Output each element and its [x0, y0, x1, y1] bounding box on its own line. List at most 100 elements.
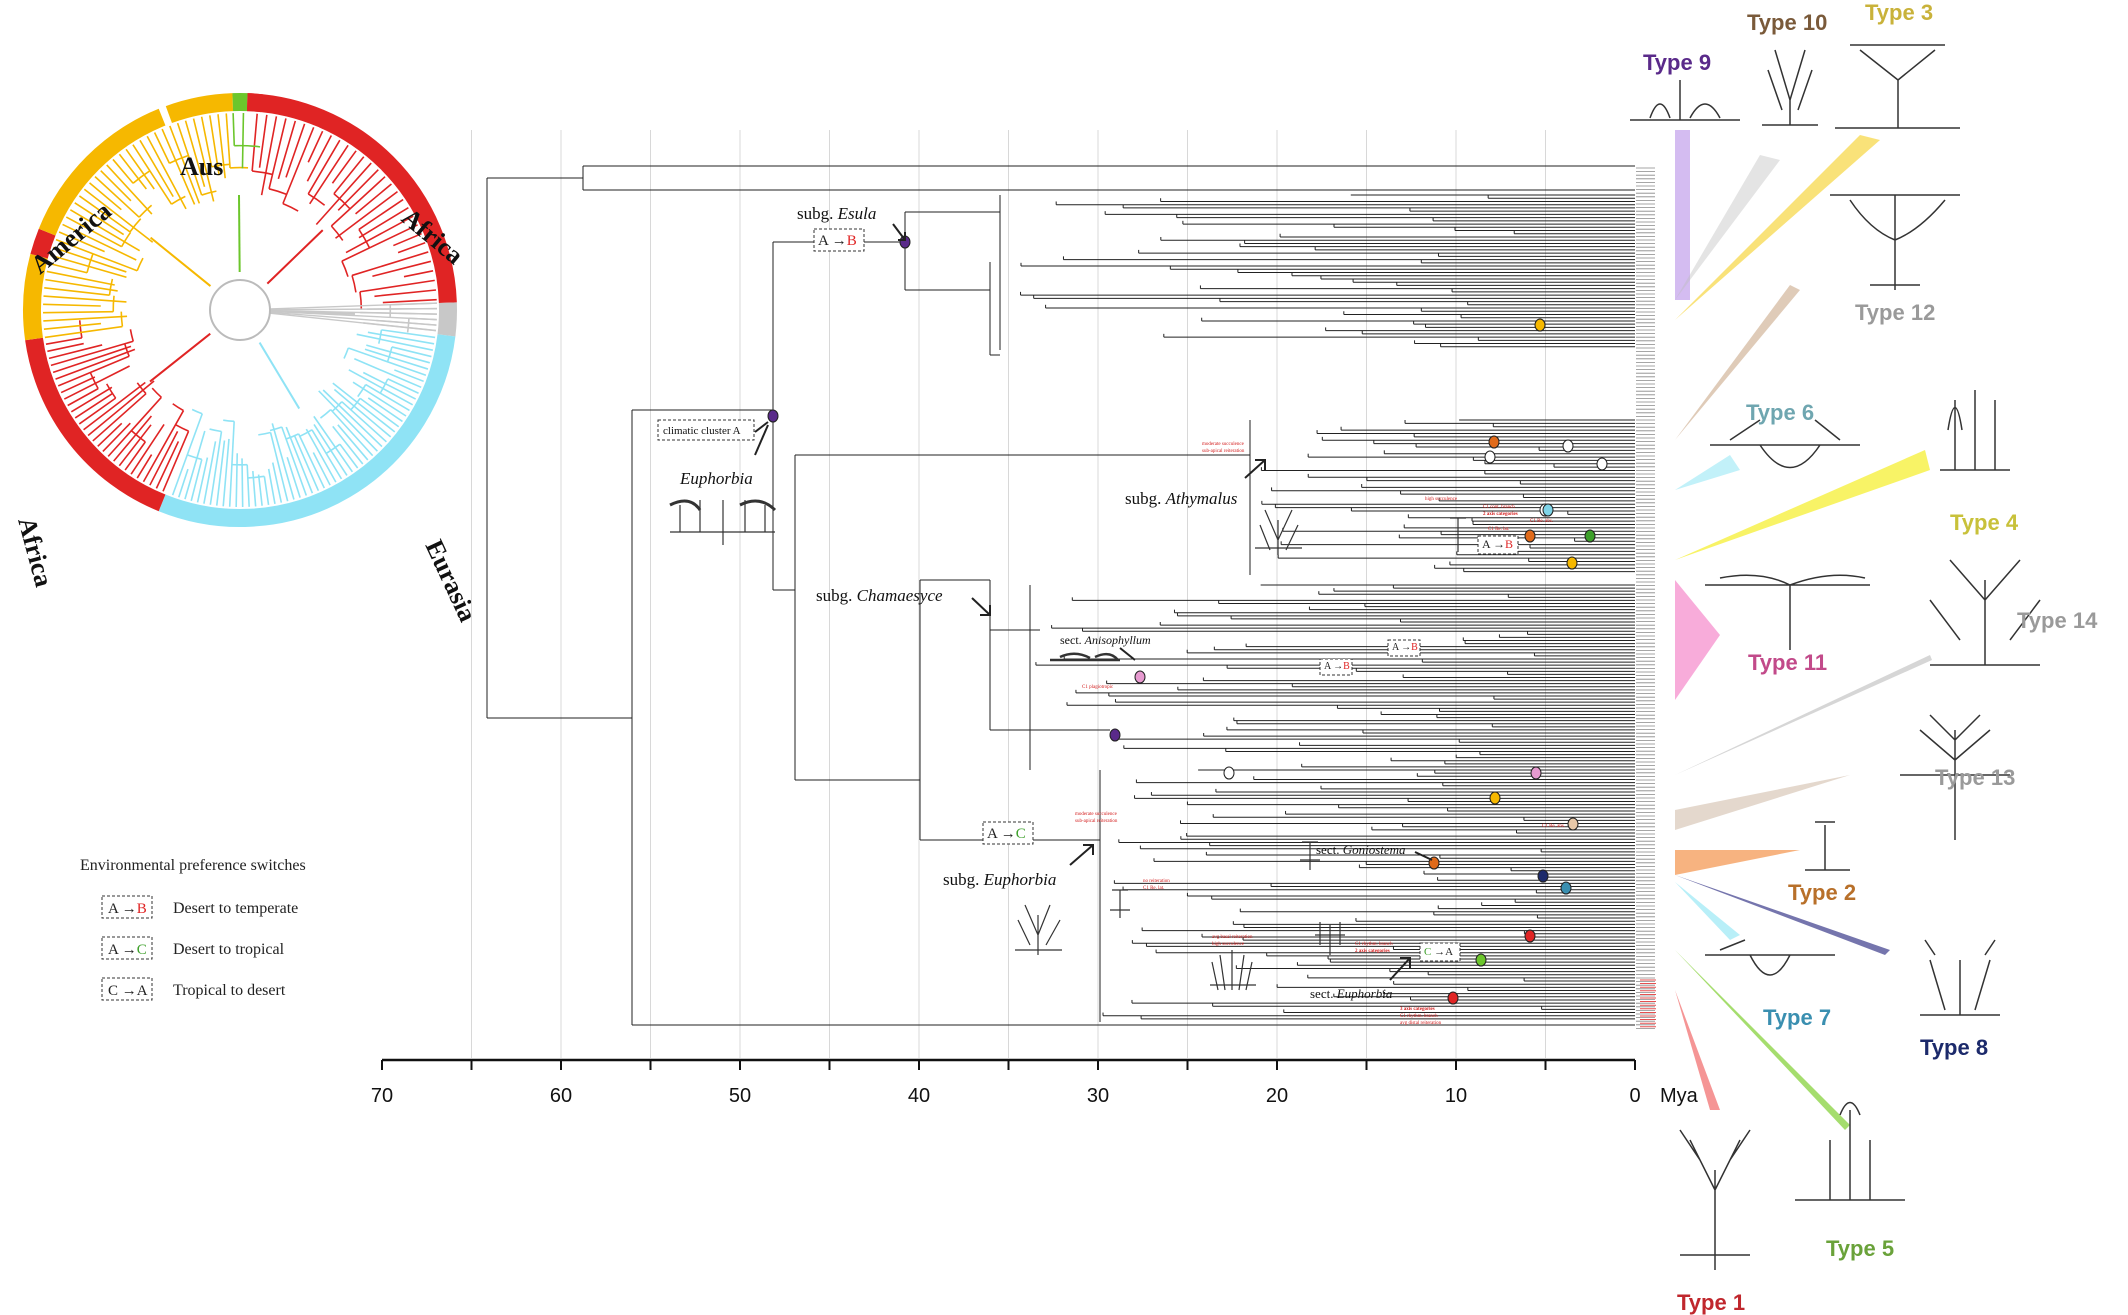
radial-branch — [102, 422, 131, 453]
plant-sketch-rhythm — [1315, 922, 1345, 955]
type-fan — [1675, 882, 1740, 940]
main-phylogeny — [486, 165, 1635, 1026]
radial-branch — [55, 238, 138, 272]
type-2-drawing — [1805, 821, 1850, 871]
type-fan — [1675, 775, 1850, 830]
radial-connector — [138, 204, 153, 218]
radial-branch — [307, 130, 324, 163]
radial-branch — [341, 224, 418, 262]
radial-branch — [44, 287, 110, 297]
pointer-esula-head — [898, 232, 906, 241]
pointer-chamaesyce-head — [980, 605, 991, 616]
radial-branch — [43, 322, 102, 330]
radial-branch — [331, 150, 357, 184]
outgroup-branch — [269, 302, 437, 310]
radial-branch — [246, 464, 250, 507]
radial-branch — [260, 116, 278, 196]
region-ring — [23, 93, 457, 527]
switch-box-text: A →C — [987, 826, 1026, 842]
type-fan — [1675, 450, 1930, 560]
radial-branch — [78, 195, 131, 233]
outgroup-branch — [269, 310, 437, 321]
node-marker — [1537, 869, 1549, 883]
trait-annotations: moderate succulence sub-apical reiterati… — [1075, 442, 1565, 1026]
node-marker — [1109, 728, 1121, 742]
radial-branch — [45, 337, 82, 345]
radial-connector — [136, 257, 144, 271]
radial-branch — [330, 409, 374, 457]
legend-title: Environmental preference switches — [80, 857, 306, 874]
radial-connector — [357, 384, 367, 398]
radial-branch — [307, 139, 341, 195]
switch-box — [1319, 658, 1353, 676]
radial-branch — [397, 241, 426, 254]
type-label: Type 9 — [1643, 50, 1711, 75]
annotation-euphorbia-sect-1: C1 rhythm. branch — [1355, 942, 1393, 947]
radial-branch — [367, 331, 435, 345]
radial-connector — [282, 202, 299, 212]
type-9-drawing — [1630, 80, 1740, 121]
radial-branch — [67, 387, 99, 407]
radial-branch — [92, 393, 147, 442]
radial-branch — [358, 198, 404, 231]
radial-branch — [83, 381, 146, 431]
region-ring-segment — [437, 302, 457, 337]
node-marker — [1560, 881, 1572, 895]
radial-branch — [313, 415, 354, 473]
type-1-drawing — [1679, 1129, 1751, 1270]
radial-connector — [175, 424, 189, 432]
radial-connector — [252, 170, 273, 176]
switch-box — [1419, 942, 1461, 962]
radial-connector — [319, 409, 332, 419]
axis-tick-label: 40 — [908, 1085, 930, 1107]
type-fan — [1675, 580, 1720, 700]
radial-branch — [285, 426, 314, 494]
legend-item-label: Desert to tropical — [173, 941, 285, 958]
radial-branch — [50, 340, 134, 367]
radial-connector — [378, 329, 383, 344]
radial-connector — [258, 431, 271, 436]
pointer-euphorbia-subg — [1069, 844, 1094, 866]
radial-connector — [171, 195, 186, 205]
clade-anisophyllum: sect. Anisophyllum — [1060, 633, 1151, 647]
radial-branch — [124, 441, 146, 471]
pointer-euphorbia-sect — [1389, 957, 1411, 981]
radial-branch — [44, 325, 123, 339]
radial-branch — [348, 369, 414, 406]
type-12-drawing — [1830, 194, 1960, 290]
region-ring-segment — [246, 93, 457, 304]
root-arc — [209, 279, 271, 341]
radial-branch — [58, 231, 105, 253]
radial-branch — [241, 458, 244, 507]
radial-branch — [132, 144, 173, 205]
radial-branch — [232, 113, 236, 146]
radial-branch — [354, 358, 422, 389]
radial-branch — [358, 207, 409, 239]
type-10-drawing — [1762, 49, 1818, 126]
legend-switch-text: A →C — [108, 942, 147, 958]
radial-branch — [112, 158, 134, 184]
axis-unit: Mya — [1660, 1085, 1699, 1107]
radial-branch — [228, 421, 235, 507]
type-5-drawing — [1795, 1101, 1905, 1201]
radial-branch — [269, 432, 289, 502]
legend-switch-text: C →A — [108, 983, 148, 999]
type-8-drawing — [1920, 939, 2000, 1016]
pointer-goniostema — [1414, 851, 1433, 861]
pointer-euphorbia — [754, 424, 769, 456]
radial-branch — [155, 441, 180, 489]
radial-branch — [52, 345, 132, 374]
radial-branch — [337, 424, 369, 461]
radial-branches — [43, 113, 438, 507]
radial-stem — [237, 194, 241, 273]
annotation-euphorbia-subg-6: avg basal reiteration — [1212, 935, 1253, 940]
radial-branch — [268, 118, 287, 189]
radial-branch — [118, 424, 152, 467]
radial-branch — [364, 348, 429, 370]
type-fan — [1675, 850, 1800, 875]
radial-branch — [381, 329, 436, 339]
type-label: Type 3 — [1865, 0, 1933, 25]
radial-branch — [257, 474, 263, 506]
